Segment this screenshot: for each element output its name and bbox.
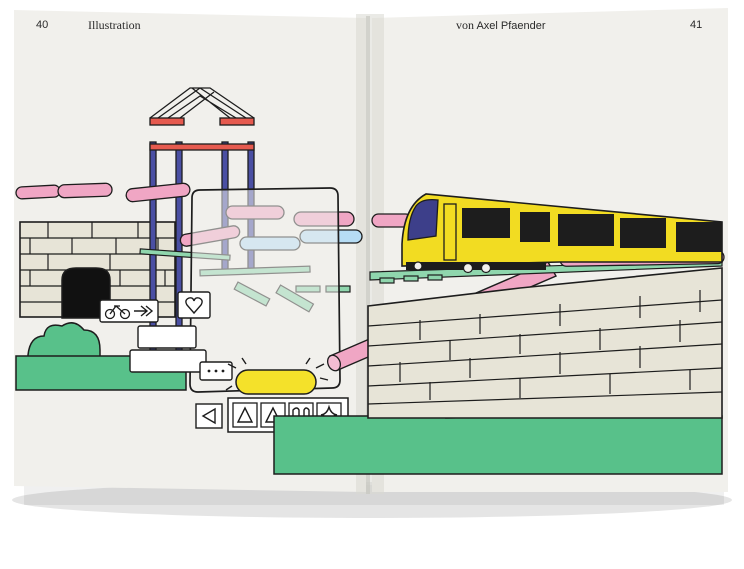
- bubble-heart: [177, 291, 211, 319]
- ellipsis-icon: [207, 369, 225, 373]
- right-wall: [367, 267, 723, 419]
- phone-frame: [189, 187, 341, 393]
- triangle-left-icon: [201, 407, 216, 425]
- bush-left: [27, 322, 101, 363]
- triangle-up-icon: [236, 406, 254, 423]
- green-field: [273, 415, 723, 475]
- bubble-blank-a: [137, 325, 197, 349]
- bubble-ellipsis: [199, 361, 233, 381]
- left-page-number: 40: [36, 19, 49, 31]
- yellow-button-glow: [225, 357, 329, 395]
- heart-icon: [185, 297, 203, 315]
- credit-prefix: von: [456, 18, 474, 32]
- bubble-bike-arrows: [99, 299, 159, 323]
- arrows-right-icon: [134, 305, 154, 317]
- section-title: Illustration: [88, 18, 141, 32]
- bike-icon: [104, 305, 131, 320]
- credit-name: Axel Pfaender: [476, 20, 546, 32]
- author-credit: von Axel Pfaender: [456, 18, 546, 33]
- right-page-number: 41: [690, 19, 703, 31]
- control-bar: [195, 397, 349, 433]
- bubble-blank-b: [129, 349, 207, 373]
- tram: [401, 193, 723, 274]
- tunnel-opening: [61, 267, 111, 319]
